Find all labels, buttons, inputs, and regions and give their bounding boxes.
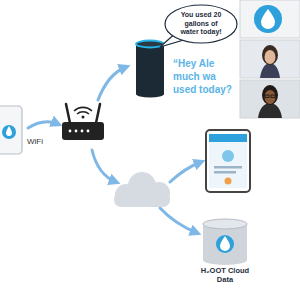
tablet-icon bbox=[206, 130, 250, 192]
bubble-text: You used 20 gallons of water today! bbox=[175, 11, 227, 36]
node-caption: H₂OOT Cloud Data bbox=[193, 266, 257, 284]
database-cylinder bbox=[193, 218, 257, 266]
wifi-router bbox=[62, 104, 104, 140]
video-tiles bbox=[240, 0, 300, 118]
meter-device bbox=[0, 106, 22, 154]
speech-bubble: You used 20 gallons of water today! bbox=[164, 4, 238, 44]
cloud-icon bbox=[114, 172, 170, 207]
voice-query: used today? bbox=[173, 84, 232, 95]
database-node: H₂OOT Cloud Data bbox=[193, 218, 257, 284]
smart-speaker bbox=[136, 41, 164, 98]
voice-query: “Hey Ale bbox=[173, 58, 214, 69]
connection-label: WiFi bbox=[27, 137, 43, 146]
voice-query: much wa bbox=[173, 71, 216, 82]
